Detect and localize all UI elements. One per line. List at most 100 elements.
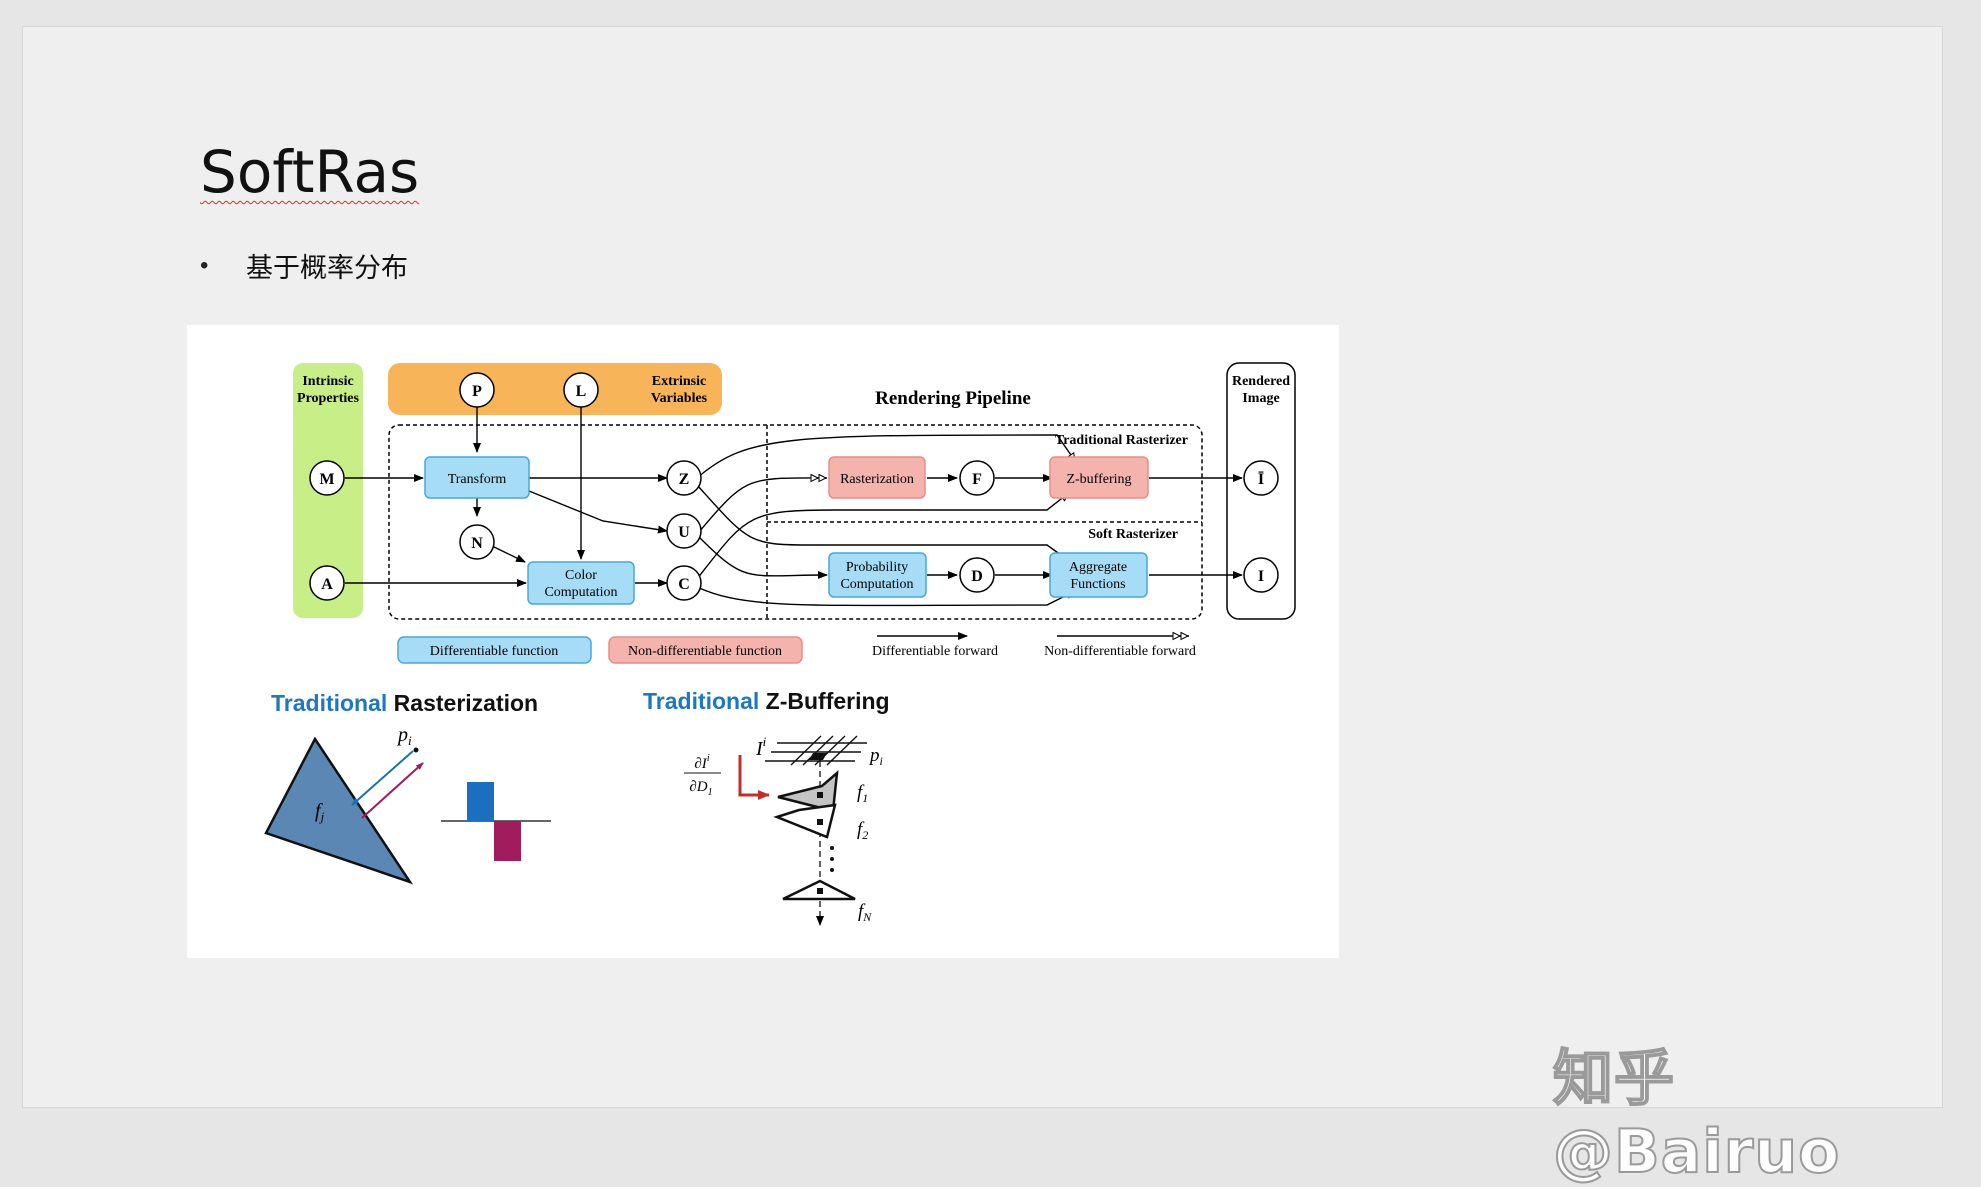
color-computation-box	[527, 561, 635, 605]
magenta-arrow	[361, 762, 424, 819]
legend: Differentiable function Non-differentiab…	[397, 631, 1196, 664]
node-l	[563, 372, 599, 408]
f2-label: f2	[857, 819, 868, 842]
intrinsic-label-2: Properties	[297, 391, 359, 406]
agg-label-1: Aggregate	[1069, 560, 1127, 575]
edge-z-aggregate	[696, 484, 1076, 566]
legend-diff-function-swatch	[397, 636, 592, 664]
function-boxes: Transform Color Computation Rasterizatio…	[424, 456, 1149, 605]
rasterization-label: Rasterization	[840, 472, 914, 487]
softras-figure: Intrinsic Properties Extrinsic Variables…	[187, 325, 1339, 958]
node-n-label: N	[471, 535, 483, 552]
pixel-grid	[765, 735, 867, 766]
node-d	[959, 557, 995, 593]
f1-label: f1	[857, 782, 868, 805]
zbuffering-title: Traditional Z-Buffering	[643, 688, 890, 714]
node-c-label: C	[678, 576, 690, 593]
image-label: Ii	[755, 734, 767, 760]
edge-n-color	[489, 544, 526, 563]
hit-f2	[817, 819, 823, 825]
legend-nondiff-function-label: Non-differentiable function	[628, 644, 782, 659]
zhihu-watermark: 知乎 @Bairuo	[1552, 1043, 1841, 1187]
transform-label: Transform	[448, 472, 507, 487]
edge-transform-u	[528, 490, 668, 534]
pixel-cell	[809, 753, 827, 760]
aggregate-functions-box	[1049, 552, 1148, 598]
edge-c-zbuffer	[696, 487, 1076, 580]
node-n	[459, 524, 495, 560]
step-negative-bar	[494, 821, 521, 861]
zbuffering-label: Z-buffering	[1066, 472, 1131, 487]
extrinsic-label-2: Variables	[651, 391, 708, 406]
node-d-label: D	[971, 568, 983, 585]
zbuffering-title-black: Z-Buffering	[759, 688, 889, 714]
intrinsic-label-1: Intrinsic	[302, 374, 353, 389]
rasterization-title: Traditional Rasterization	[271, 690, 538, 716]
edge-c-aggregate	[696, 586, 1076, 607]
traditional-rasterizer-label: Traditional Rasterizer	[1055, 433, 1188, 448]
zbuffering-box	[1049, 456, 1149, 499]
legend-nondiff-function-swatch	[608, 636, 803, 664]
bullet-text: 基于概率分布	[246, 253, 408, 284]
variable-nodes: M A P L N Z U C F D Ī I	[309, 372, 1279, 601]
edge-z-zbuffer	[696, 434, 1081, 479]
node-i	[1243, 557, 1279, 593]
transform-box	[424, 456, 530, 499]
ellipsis-dot-2	[830, 857, 834, 861]
node-a-label: A	[321, 576, 333, 593]
color-label-2: Computation	[544, 585, 617, 600]
step-positive-bar	[467, 782, 494, 821]
face-label: fj	[315, 800, 325, 824]
node-m-label: M	[319, 471, 334, 488]
prob-label-2: Computation	[840, 577, 913, 592]
rendered-label-1: Rendered	[1232, 374, 1290, 389]
color-label-1: Color	[565, 568, 597, 583]
node-z	[666, 460, 702, 496]
pixel-label: pi	[396, 724, 412, 748]
bullet-dot: •	[200, 252, 209, 279]
blue-arrow	[351, 750, 414, 806]
agg-label-2: Functions	[1070, 577, 1125, 592]
gradient-arrow	[738, 755, 770, 800]
extrinsic-background	[388, 363, 722, 415]
pipeline-frame	[388, 424, 1203, 620]
rendered-label-2: Image	[1242, 391, 1279, 406]
deriv-numerator: ∂Ii	[694, 753, 709, 772]
node-i-label: I	[1258, 568, 1264, 585]
node-p	[459, 372, 495, 408]
ellipsis-dot-3	[830, 868, 834, 872]
legend-diff-function-label: Differentiable function	[430, 644, 558, 659]
face-f1	[777, 769, 839, 813]
rasterization-title-black: Rasterization	[387, 690, 538, 716]
prob-label-1: Probability	[846, 560, 908, 575]
traditional-rasterization-panel: Traditional Rasterization pi fj	[264, 690, 551, 885]
node-m	[309, 460, 345, 496]
zbuffering-title-blue: Traditional	[643, 688, 759, 714]
ellipsis-dot-1	[830, 846, 834, 850]
edge-u-probability	[698, 536, 828, 580]
node-p-label: P	[472, 383, 482, 400]
deriv-denominator: ∂D1	[689, 779, 712, 798]
pixel-point	[413, 747, 419, 753]
node-c	[666, 565, 702, 601]
triangle-face	[264, 736, 414, 885]
rasterization-title-blue: Traditional	[271, 690, 387, 716]
hit-f1	[817, 792, 823, 798]
pipeline-edges	[345, 391, 1243, 607]
hit-fn	[817, 888, 823, 894]
legend-diff-forward-label: Differentiable forward	[872, 644, 998, 659]
node-u-label: U	[678, 524, 690, 541]
extrinsic-panel: Extrinsic Variables	[388, 363, 722, 415]
probability-computation-box	[828, 552, 927, 598]
soft-rasterizer-label: Soft Rasterizer	[1088, 527, 1178, 542]
edge-u-rasterization	[698, 473, 828, 533]
node-f-label: F	[972, 471, 982, 488]
extrinsic-label-1: Extrinsic	[652, 374, 706, 389]
slide-title: SoftRas	[200, 138, 420, 206]
node-z-label: Z	[679, 471, 690, 488]
fn-label: fN	[858, 901, 872, 924]
node-a	[309, 565, 345, 601]
node-i-bar-label: Ī	[1258, 470, 1264, 488]
traditional-zbuffering-panel: Traditional Z-Buffering Ii pi ∂Ii ∂D1	[643, 688, 890, 926]
zb-pixel-label: pi	[868, 745, 883, 768]
